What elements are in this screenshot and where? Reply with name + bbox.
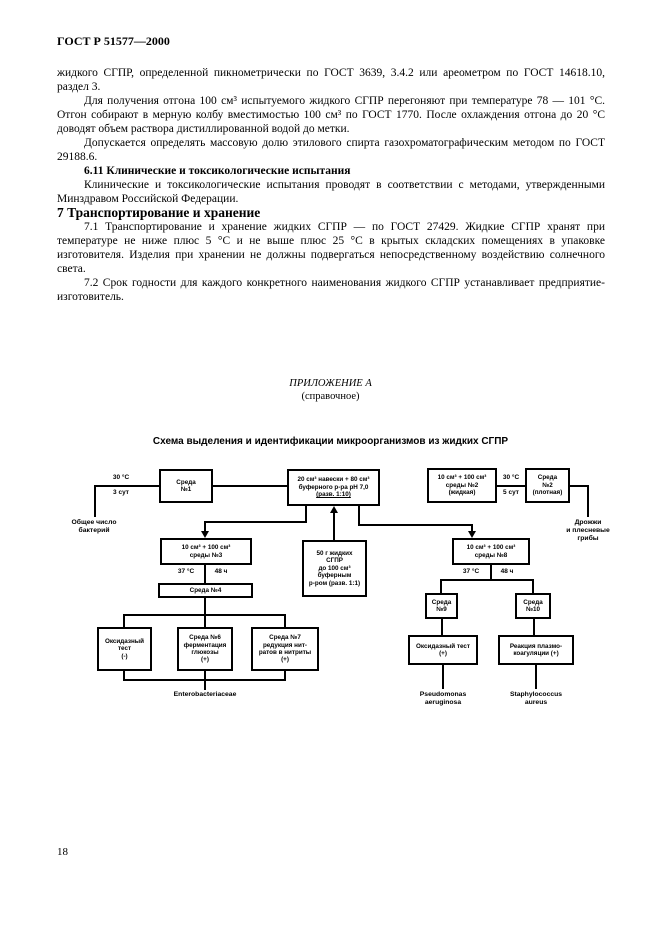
- connector-line: [305, 506, 307, 523]
- paragraph-chromatography: Допускается определять массовую долю эти…: [57, 137, 605, 163]
- node-sample-50g: 50 г жидких СГПР до 100 см³ буферным р-р…: [302, 540, 367, 597]
- node-medium-10: Среда №10: [515, 593, 551, 619]
- page-number: 18: [57, 846, 68, 858]
- node-oxidase-test-positive: Оксидазный тест (+): [408, 635, 478, 665]
- label-temp-30c-left: 30 °C: [112, 474, 130, 481]
- result-total-bacteria: Общее число бактерий: [71, 519, 117, 535]
- gost-standard-header: ГОСТ Р 51577—2000: [57, 34, 170, 48]
- arrow-down-icon: [201, 531, 209, 538]
- paragraph-clinical: Клинические и токсикологические испытани…: [57, 179, 605, 205]
- connector-line: [490, 565, 492, 581]
- connector-line: [204, 521, 307, 523]
- appendix-subtitle: (справочное): [301, 391, 360, 402]
- result-staphylococcus: Staphylococcus aureus: [509, 691, 563, 707]
- sample-dilution-ratio: (разв. 1:10): [316, 491, 351, 499]
- appendix-block: ПРИЛОЖЕНИЕ А (справочное): [0, 377, 661, 403]
- connector-line: [204, 679, 206, 690]
- connector-line: [497, 485, 525, 487]
- node-medium-3: 10 см³ + 100 см³ среды №3: [160, 538, 252, 565]
- arrow-down-icon: [468, 531, 476, 538]
- connector-line: [570, 485, 589, 487]
- connector-line: [204, 565, 206, 583]
- result-enterobacteriaceae: Enterobacteriaceae: [173, 691, 237, 698]
- connector-line: [587, 485, 589, 517]
- node-medium-4: Среда №4: [158, 583, 253, 598]
- result-pseudomonas: Pseudomonas aeruginosa: [419, 691, 467, 707]
- node-plasma-coagulation: Реакция плазмо- коагуляции (+): [498, 635, 574, 665]
- heading-section-7: 7 Транспортирование и хранение: [57, 205, 261, 220]
- connector-line: [284, 671, 286, 681]
- label-temp-30c-right: 30 °C: [502, 474, 520, 481]
- heading-6-11: 6.11 Клинические и токсикологические исп…: [84, 165, 351, 177]
- result-yeasts-molds: Дрожжи и плесневые грибы: [566, 519, 610, 543]
- connector-line: [440, 579, 442, 593]
- connector-line: [333, 512, 335, 540]
- node-medium-2-liquid: 10 см³ + 100 см³ среды №2 (жидкая): [427, 468, 497, 503]
- connector-line: [532, 579, 534, 593]
- node-medium-8: 10 см³ + 100 см³ среды №8: [452, 538, 530, 565]
- node-medium-2-solid: Среда №2 (плотная): [525, 468, 570, 503]
- label-days-5: 5 сут: [503, 489, 519, 496]
- connector-line: [95, 485, 159, 487]
- node-oxidase-test-negative: Оксидазный тест (-): [97, 627, 152, 671]
- paragraph-distillation: Для получения отгона 100 см³ испытуемого…: [57, 95, 605, 135]
- node-medium-6-glucose: Среда №6 ферментация глюкозы (+): [177, 627, 233, 671]
- paragraph-7-1: 7.1 Транспортирование и хранение жидких …: [57, 221, 605, 275]
- label-hours-48-right: 48 ч: [500, 568, 514, 575]
- appendix-title: ПРИЛОЖЕНИЕ А: [289, 378, 372, 389]
- connector-line: [213, 485, 287, 487]
- label-hours-48-left: 48 ч: [214, 568, 228, 575]
- connector-line: [204, 521, 206, 532]
- connector-line: [204, 614, 206, 627]
- connector-line: [204, 671, 206, 681]
- label-days-3: 3 сут: [113, 489, 129, 496]
- connector-line: [358, 506, 360, 525]
- connector-line: [533, 619, 535, 635]
- paragraph-continuation: жидкого СГПР, определенной пикнометричес…: [57, 67, 605, 93]
- connector-line: [123, 671, 125, 681]
- node-medium-9: Среда №9: [425, 593, 458, 619]
- connector-line: [123, 614, 125, 627]
- node-sample-dilution: 20 см³ навески + 80 см³ буферного р-ра p…: [287, 469, 380, 506]
- flowchart-title: Схема выделения и идентификации микроорг…: [152, 436, 509, 447]
- connector-line: [535, 665, 537, 689]
- node-medium-7-nitrate: Среда №7 редукция нит- ратов в нитриты (…: [251, 627, 319, 671]
- connector-line: [204, 598, 206, 615]
- sample-dilution-text: 20 см³ навески + 80 см³ буферного р-ра p…: [297, 476, 370, 491]
- label-temp-37c-left: 37 °C: [177, 568, 195, 575]
- node-medium-1: Среда №1: [159, 469, 213, 503]
- connector-line: [440, 579, 534, 581]
- label-temp-37c-right: 37 °C: [462, 568, 480, 575]
- body-text: жидкого СГПР, определенной пикнометричес…: [57, 66, 605, 304]
- paragraph-7-2: 7.2 Срок годности для каждого конкретног…: [57, 277, 605, 303]
- connector-line: [358, 524, 473, 526]
- connector-line: [442, 665, 444, 689]
- connector-line: [94, 485, 96, 517]
- connector-line: [284, 614, 286, 627]
- connector-line: [471, 524, 473, 532]
- arrow-up-icon: [330, 506, 338, 513]
- connector-line: [441, 619, 443, 635]
